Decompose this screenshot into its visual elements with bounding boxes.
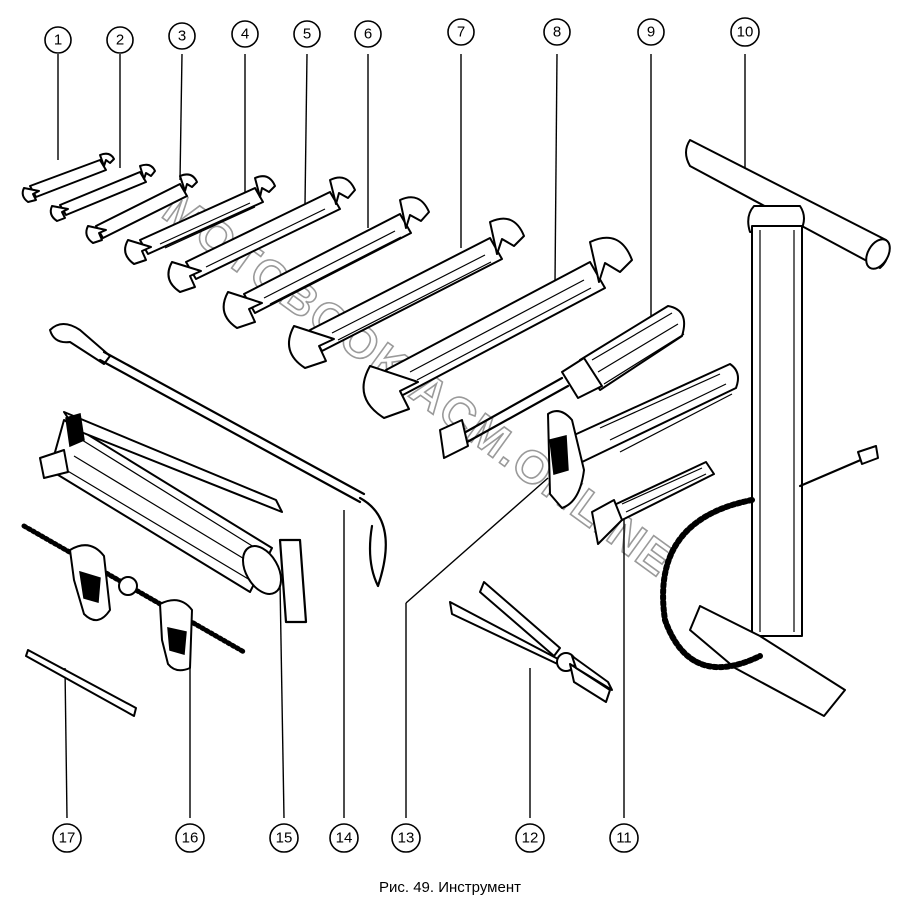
svg-text:1: 1 — [54, 32, 62, 49]
file-11 — [591, 461, 715, 545]
svg-text:11: 11 — [616, 830, 632, 847]
callout-3: 3 — [168, 22, 196, 50]
wrench-8 — [362, 236, 633, 419]
tire-pump-10 — [660, 139, 891, 717]
svg-text:12: 12 — [522, 830, 539, 847]
callout-11: 11 — [609, 823, 639, 853]
callout-2: 2 — [106, 26, 134, 54]
callout-9: 9 — [637, 18, 665, 46]
svg-text:17: 17 — [59, 830, 76, 847]
callout-16: 16 — [175, 823, 205, 853]
svg-text:7: 7 — [457, 24, 465, 41]
svg-text:14: 14 — [336, 830, 353, 847]
callout-7: 7 — [447, 18, 475, 46]
svg-text:4: 4 — [241, 26, 249, 43]
callout-5: 5 — [293, 20, 321, 48]
chain-tool-16 — [21, 523, 247, 672]
svg-text:5: 5 — [303, 26, 311, 43]
svg-text:9: 9 — [647, 24, 655, 41]
svg-text:15: 15 — [276, 830, 293, 847]
callout-15: 15 — [269, 823, 299, 853]
callout-6: 6 — [354, 20, 382, 48]
svg-text:16: 16 — [182, 830, 199, 847]
svg-text:10: 10 — [737, 24, 754, 41]
svg-text:3: 3 — [178, 28, 186, 45]
callout-1: 1 — [44, 26, 72, 54]
grease-gun-15 — [39, 411, 308, 624]
callout-12: 12 — [515, 823, 545, 853]
callout-10: 10 — [730, 17, 760, 47]
svg-text:13: 13 — [398, 830, 415, 847]
wrench-1 — [21, 152, 115, 203]
wrench-4 — [124, 175, 276, 265]
callout-17: 17 — [52, 823, 82, 853]
pliers-12 — [449, 581, 613, 703]
screwdriver-9 — [439, 305, 686, 459]
callout-4: 4 — [231, 20, 259, 48]
hammer-13 — [547, 363, 739, 509]
wrench-5 — [167, 176, 356, 293]
svg-text:2: 2 — [116, 32, 124, 49]
wrench-7 — [287, 217, 525, 369]
callout-14: 14 — [329, 823, 359, 853]
figure-caption: Рис. 49. Инструмент — [379, 879, 521, 896]
callout-8: 8 — [543, 18, 571, 46]
svg-text:6: 6 — [364, 26, 372, 43]
wrench-3 — [85, 173, 198, 244]
svg-text:8: 8 — [553, 24, 561, 41]
wrench-6 — [222, 196, 430, 329]
leader-lines — [57, 53, 746, 819]
tire-lever-14 — [49, 323, 387, 588]
callout-13: 13 — [391, 823, 421, 853]
wrench-2 — [49, 163, 156, 222]
punch-17 — [25, 649, 137, 717]
